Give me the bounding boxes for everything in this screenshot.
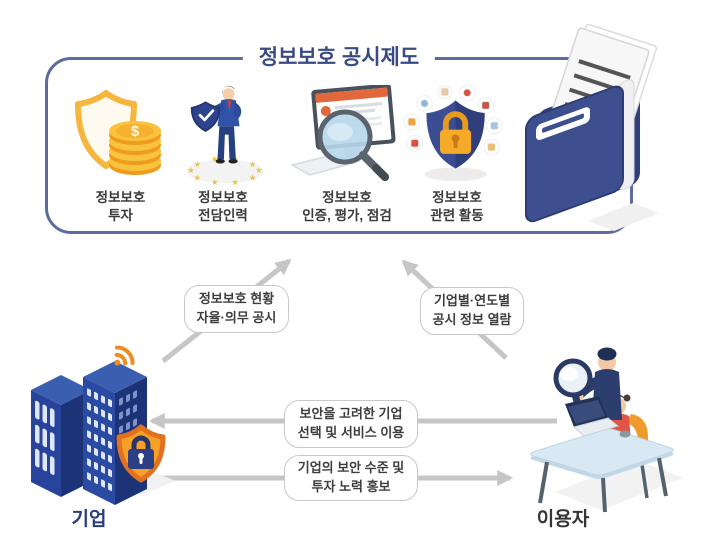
box-item-personnel: ★★★ ★★★ ★★★ ★ <box>173 84 273 225</box>
label-line: 투자 노력 홍보 <box>311 479 391 494</box>
svg-text:★: ★ <box>194 173 201 182</box>
svg-text:★: ★ <box>211 155 218 164</box>
shield-coins-icon: $ <box>73 84 168 186</box>
security-shield-icon <box>116 424 166 483</box>
icon-label: 정보보호 관련 활동 <box>430 189 483 225</box>
label-line: 기업의 보안 수준 및 <box>297 460 405 476</box>
svg-text:★: ★ <box>187 166 194 175</box>
label-line: 정보보호 <box>322 190 372 205</box>
label-line: 기업별·연도별 <box>433 293 511 309</box>
label-line: 전담인력 <box>198 208 248 224</box>
users-at-desk-icon <box>515 340 690 520</box>
box-item-activities: 정보보호 관련 활동 <box>398 84 516 225</box>
folder-documents-icon <box>518 23 663 244</box>
flow-label-service-use: 보안을 고려한 기업 선택 및 서비스 이용 <box>284 400 418 448</box>
box-item-certification: 정보보호 인증, 평가, 점검 <box>286 84 408 225</box>
laptop-icon <box>565 396 620 437</box>
icon-label: 정보보호 인증, 평가, 점검 <box>302 189 392 225</box>
svg-text:$: $ <box>131 123 140 140</box>
label-line: 정보보호 <box>95 190 146 205</box>
svg-text:★: ★ <box>249 159 256 168</box>
icon-label: 정보보호 투자 <box>96 189 146 225</box>
flow-label-disclosure: 정보보호 현황 자율·의무 공시 <box>184 285 289 333</box>
company-buildings-icon <box>25 345 176 518</box>
label-line: 정보보호 <box>432 190 482 205</box>
label-line: 보안을 고려한 기업 <box>299 406 403 422</box>
svg-text:★: ★ <box>249 173 256 182</box>
flow-label-promotion: 기업의 보안 수준 및 투자 노력 홍보 <box>284 455 418 501</box>
label-line: 자율·의무 공시 <box>196 310 277 325</box>
label-line: 정보보호 현황 <box>198 291 275 307</box>
box-title: 정보보호 공시제도 <box>242 41 436 75</box>
label-line: 투자 <box>108 208 133 224</box>
svg-text:★: ★ <box>194 159 201 168</box>
label-line: 정보보호 <box>198 190 248 205</box>
wifi-icon <box>114 345 135 366</box>
label-line: 공시 정보 열람 <box>432 312 512 327</box>
icon-label: 정보보호 전담인력 <box>198 189 248 225</box>
label-line: 선택 및 서비스 이용 <box>297 425 405 440</box>
person-shield-icon: ★★★ ★★★ ★★★ ★ <box>177 84 269 187</box>
monitor-magnifier-icon <box>289 84 405 186</box>
company-label: 기업 <box>71 509 107 530</box>
user-label: 이용자 <box>536 509 590 530</box>
box-item-investment: $ 정보보호 투자 <box>68 84 173 225</box>
svg-text:★: ★ <box>211 178 218 187</box>
label-line: 인증, 평가, 점검 <box>302 208 392 224</box>
svg-text:★: ★ <box>255 166 262 175</box>
label-line: 관련 활동 <box>430 208 484 224</box>
shield-lock-icon <box>401 84 513 186</box>
flow-label-view-info: 기업별·연도별 공시 정보 열람 <box>420 287 524 335</box>
svg-text:★: ★ <box>231 178 238 187</box>
